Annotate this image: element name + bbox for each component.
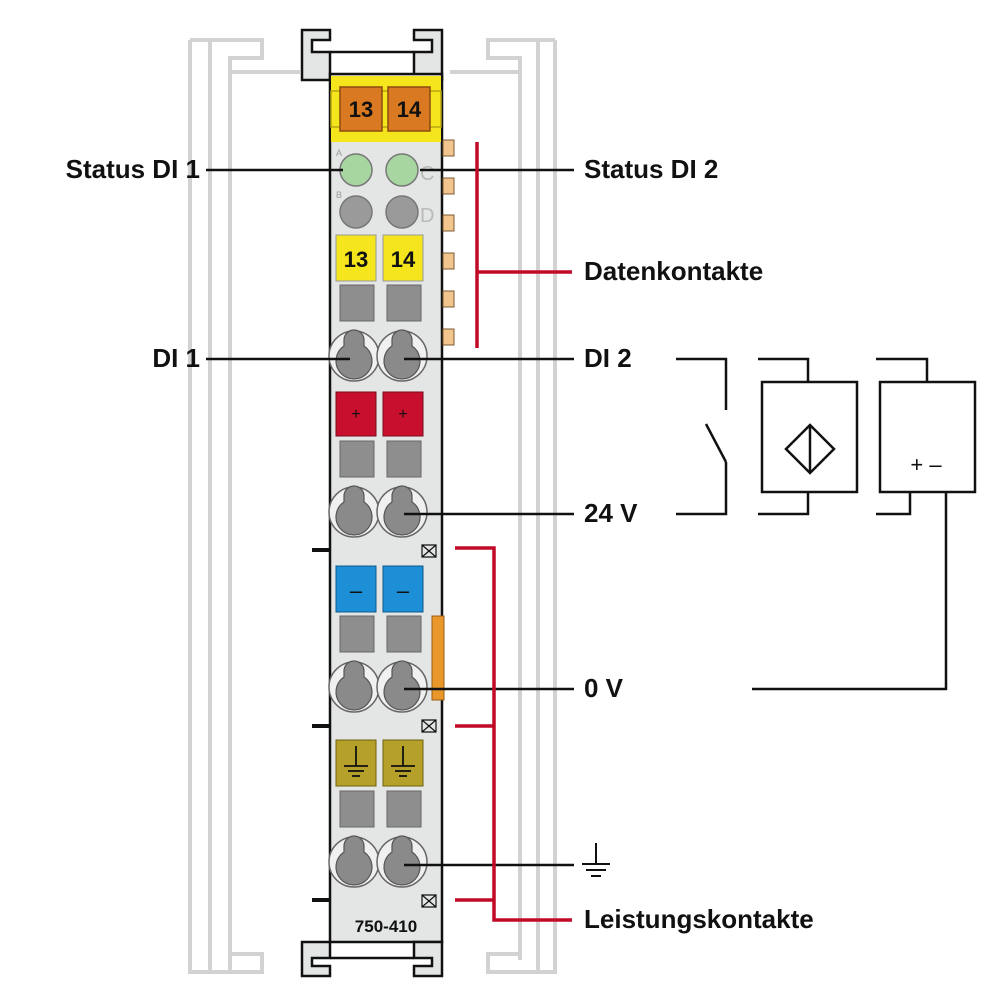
top-marker-right-text: 14 xyxy=(397,97,422,122)
key-minus-right-text: – xyxy=(397,578,410,603)
release-button-3l xyxy=(339,615,375,653)
terminal-0v-right xyxy=(376,660,428,713)
power-contact-markers xyxy=(421,544,437,908)
led-letter-b: B xyxy=(336,190,342,200)
key-minus-left: – xyxy=(335,565,377,613)
power-contact-orange xyxy=(431,615,445,701)
left-ticks xyxy=(312,548,330,902)
terminal-di1 xyxy=(328,329,380,382)
release-button-1l xyxy=(339,284,375,322)
leader-lines xyxy=(206,168,574,867)
terminal-di2 xyxy=(376,329,428,382)
key-ground-right xyxy=(382,739,424,787)
key-minus-right: – xyxy=(382,565,424,613)
terminal-pe-right xyxy=(376,835,428,888)
data-contact-tabs xyxy=(442,139,455,346)
ground-icon xyxy=(582,843,610,877)
bottom-clip xyxy=(300,940,444,978)
label-leistungskontakte: Leistungskontakte xyxy=(584,904,814,934)
key-minus-left-text: – xyxy=(350,578,363,603)
marker-strip xyxy=(330,90,442,128)
led-letter-d: D xyxy=(420,205,434,227)
key-ground-left xyxy=(335,739,377,787)
key-plus-left-text: + xyxy=(351,406,360,423)
label-status-di1: Status DI 1 xyxy=(66,154,200,184)
release-button-1r xyxy=(386,284,422,322)
power-contacts-bracket xyxy=(455,546,572,922)
label-status-di2: Status DI 2 xyxy=(584,154,718,184)
data-contacts-bracket xyxy=(475,142,572,348)
label-datenkontakte: Datenkontakte xyxy=(584,256,763,286)
release-button-3r xyxy=(386,615,422,653)
switch-symbol xyxy=(676,357,728,516)
supply-polarity: + – xyxy=(910,452,942,477)
led-letter-a: A xyxy=(336,148,342,158)
led-b xyxy=(339,195,373,229)
key-plus-right: + xyxy=(382,391,424,437)
release-button-4r xyxy=(386,790,422,828)
status-led-di2 xyxy=(385,153,419,187)
label-0v: 0 V xyxy=(584,673,624,703)
terminal-24v-right xyxy=(376,485,428,538)
key-14-text: 14 xyxy=(391,247,416,272)
release-button-2r xyxy=(386,440,422,478)
sensor-symbol xyxy=(758,357,859,516)
top-marker-left: 13 xyxy=(339,86,383,132)
led-letter-c: C xyxy=(420,163,434,185)
top-marker-left-text: 13 xyxy=(349,97,373,122)
model-number: 750-410 xyxy=(355,917,417,936)
status-led-di1 xyxy=(339,153,373,187)
terminal-0v-left xyxy=(328,660,380,713)
label-di1: DI 1 xyxy=(152,343,200,373)
top-clip xyxy=(300,28,444,82)
label-di2: DI 2 xyxy=(584,343,632,373)
supply-symbol xyxy=(752,357,977,691)
key-plus-right-text: + xyxy=(398,406,407,423)
release-button-2l xyxy=(339,440,375,478)
din-rail xyxy=(188,38,557,974)
terminal-24v-left xyxy=(328,485,380,538)
led-d xyxy=(385,195,419,229)
key-13: 13 xyxy=(335,234,377,282)
terminal-pe-left xyxy=(328,835,380,888)
key-13-text: 13 xyxy=(344,247,368,272)
led-block: A B C D xyxy=(336,148,434,229)
top-marker-right: 14 xyxy=(387,86,431,132)
key-14: 14 xyxy=(382,234,424,282)
release-button-4l xyxy=(339,790,375,828)
label-24v: 24 V xyxy=(584,498,638,528)
key-plus-left: + xyxy=(335,391,377,437)
